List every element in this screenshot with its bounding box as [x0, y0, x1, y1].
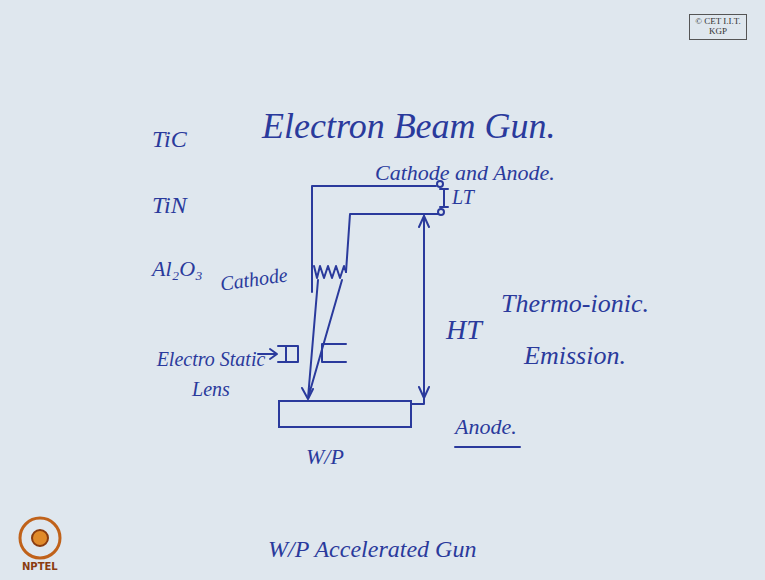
voltage-label: HT: [446, 314, 482, 346]
ht-arrow: [423, 216, 425, 398]
node-text: W/P: [306, 444, 344, 470]
workpiece-box: W/P: [278, 400, 412, 474]
watermark: © CET I.I.T. KGP: [689, 14, 747, 40]
beam-arrowhead: [302, 388, 313, 399]
ht-arrowheads: [419, 216, 429, 398]
process-note: Thermo-ionic. Emission.: [490, 278, 660, 382]
electron-beam: [308, 280, 342, 398]
footer-note: W/P Accelerated Gun: [268, 536, 476, 564]
subtitle-note: Cathode and Anode.: [375, 160, 555, 185]
lens-plate: [278, 346, 298, 362]
anode-wire: [412, 398, 424, 404]
cathode-wire: [312, 186, 436, 292]
voltage-label: LT: [452, 186, 474, 209]
workpiece-outline: [278, 400, 412, 428]
nptel-logo: [32, 530, 48, 546]
logo-text: NPTEL: [22, 561, 58, 573]
underline: [455, 446, 520, 448]
part-label: Cathode: [219, 263, 289, 295]
part-label: Electro Static Lens: [150, 344, 272, 404]
material-note: TiN: [152, 192, 187, 220]
material-note: TiC: [152, 126, 187, 154]
lens-plate: [322, 344, 346, 362]
filament-symbol: [314, 266, 346, 278]
lt-symbol: [440, 189, 448, 207]
part-label: Anode.: [455, 414, 517, 439]
lt-terminal: [438, 209, 444, 215]
material-note: Al₂O₃: [152, 256, 203, 281]
diagram-title: Electron Beam Gun.: [262, 106, 556, 147]
nptel-logo: [20, 518, 60, 558]
